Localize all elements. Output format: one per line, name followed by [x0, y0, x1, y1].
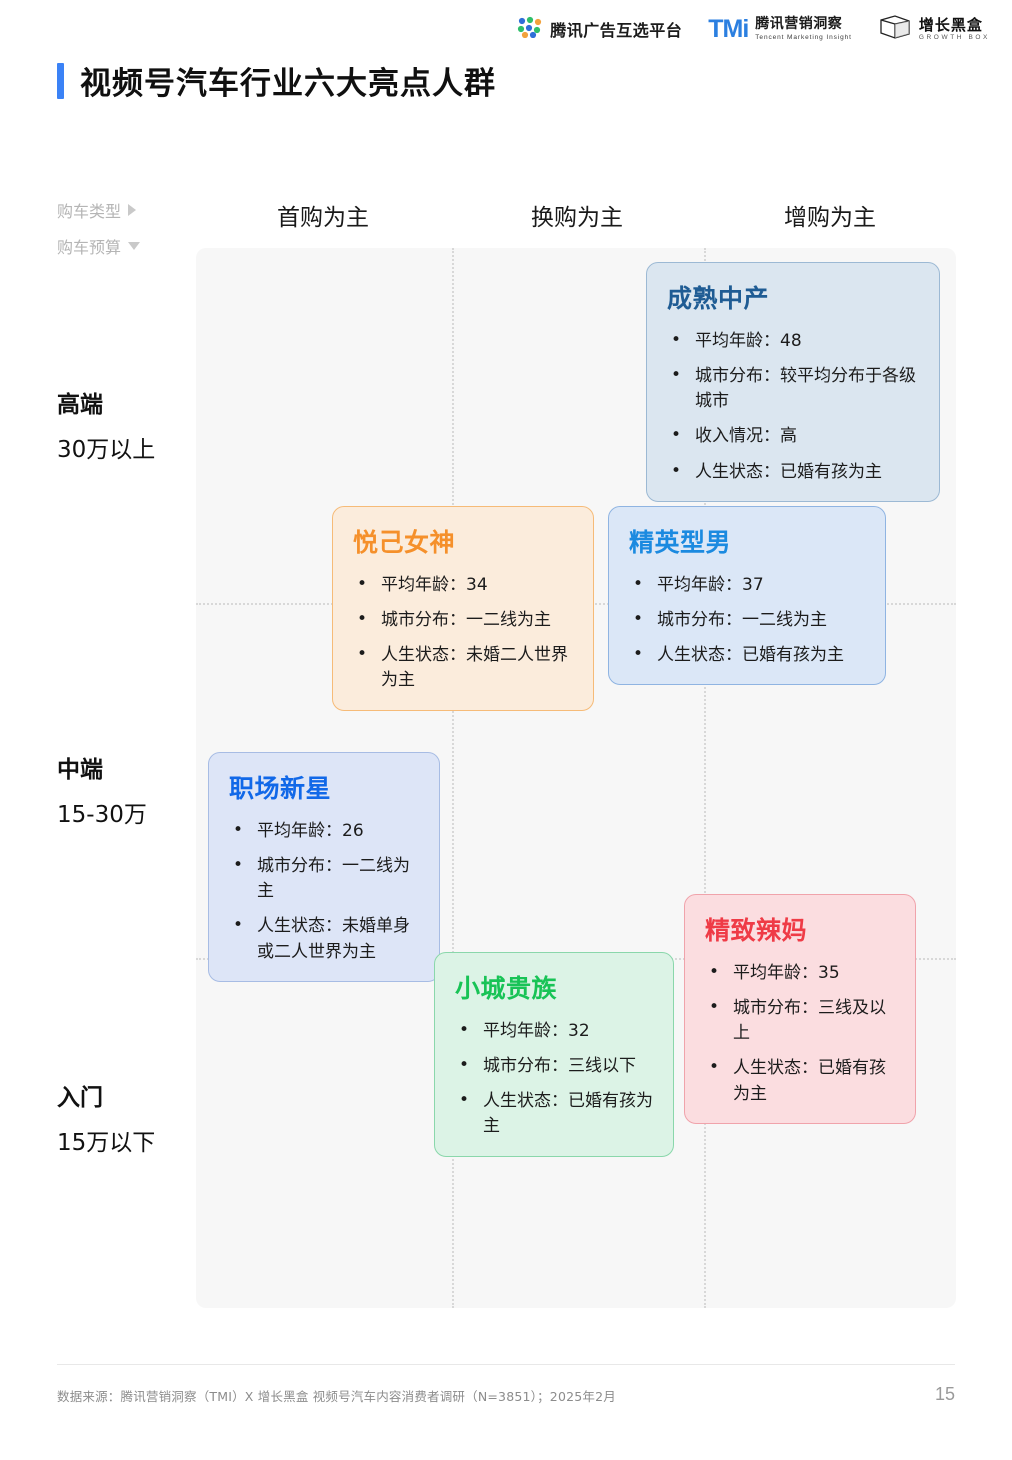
row-label-high-end-range: 30万以上 — [57, 437, 156, 463]
persona-bullet: 人生状态：已婚有孩为主 — [455, 1088, 655, 1139]
row-label-entry-level-title: 入门 — [57, 1085, 103, 1111]
persona-bullet: 平均年龄：26 — [229, 818, 421, 844]
persona-bullet: 人生状态：未婚单身或二人世界为主 — [229, 913, 421, 964]
logo-growth-box: 增长黑盒 GROWTH BOX — [878, 13, 990, 46]
column-header-additional-purchase: 增购为主 — [784, 205, 876, 231]
row-label-entry-level: 入门 15万以下 — [57, 1078, 207, 1157]
persona-card-bullet-list: 平均年龄：34 城市分布：一二线为主 人生状态：未婚二人世界为主 — [353, 572, 575, 694]
footer-divider — [57, 1364, 955, 1365]
persona-bullet: 城市分布：一二线为主 — [629, 607, 867, 633]
axis-caption-x: 购车类型 — [57, 198, 217, 222]
persona-bullet: 城市分布：一二线为主 — [353, 607, 575, 633]
persona-card-title: 职场新星 — [229, 774, 332, 803]
page-title: 视频号汽车行业六大亮点人群 — [57, 58, 496, 103]
row-label-mid-range-title: 中端 — [57, 757, 103, 783]
logo-bar: 腾讯广告互选平台 TMi 腾讯营销洞察 Tencent Marketing In… — [0, 12, 990, 46]
row-label-mid-range-range: 15-30万 — [57, 802, 147, 828]
persona-bullet: 平均年龄：48 — [667, 328, 921, 354]
persona-card-bullet-list: 平均年龄：32 城市分布：三线以下 人生状态：已婚有孩为主 — [455, 1018, 655, 1140]
persona-card-bullet-list: 平均年龄：35 城市分布：三线及以上 人生状态：已婚有孩为主 — [705, 960, 897, 1107]
persona-card-bullet-list: 平均年龄：37 城市分布：一二线为主 人生状态：已婚有孩为主 — [629, 572, 867, 668]
grid-vline-1 — [452, 248, 454, 1308]
logo-tencent-ads-label: 腾讯广告互选平台 — [550, 21, 683, 40]
persona-bullet: 平均年龄：34 — [353, 572, 575, 598]
persona-card-small-town-aristocrat[interactable]: 小城贵族 平均年龄：32 城市分布：三线以下 人生状态：已婚有孩为主 — [434, 952, 674, 1157]
persona-card-bullet-list: 平均年龄：26 城市分布：一二线为主 人生状态：未婚单身或二人世界为主 — [229, 818, 421, 965]
title-accent-bar — [57, 62, 64, 99]
axis-caption-x-label: 购车类型 — [57, 202, 122, 221]
grid-vline-2 — [704, 248, 706, 1308]
persona-card-refined-hot-mom[interactable]: 精致辣妈 平均年龄：35 城市分布：三线及以上 人生状态：已婚有孩为主 — [684, 894, 916, 1124]
persona-bullet: 城市分布：一二线为主 — [229, 853, 421, 904]
persona-card-bullet-list: 平均年龄：48 城市分布：较平均分布于各级城市 收入情况：高 人生状态：已婚有孩… — [667, 328, 921, 485]
page-number: 15 — [934, 1384, 955, 1404]
persona-bullet: 平均年龄：32 — [455, 1018, 655, 1044]
column-header-replacement-purchase: 换购为主 — [531, 205, 623, 231]
row-label-high-end-title: 高端 — [57, 392, 103, 418]
axis-caption-y: 购车预算 — [57, 234, 217, 258]
column-header-first-purchase: 首购为主 — [277, 205, 369, 231]
axis-caption-y-label: 购车预算 — [57, 238, 122, 257]
row-label-mid-range: 中端 15-30万 — [57, 750, 207, 829]
persona-bullet: 人生状态：已婚有孩为主 — [705, 1055, 897, 1106]
logo-tencent-ads: 腾讯广告互选平台 — [517, 16, 682, 43]
persona-bullet: 城市分布：三线以下 — [455, 1053, 655, 1079]
persona-card-title: 成熟中产 — [667, 284, 770, 313]
logo-tmi-sublabel: Tencent Marketing Insight — [755, 33, 852, 41]
persona-bullet: 人生状态：已婚有孩为主 — [629, 642, 867, 668]
row-label-high-end: 高端 30万以上 — [57, 385, 207, 464]
persona-bullet: 平均年龄：35 — [705, 960, 897, 986]
persona-card-title: 精英型男 — [629, 528, 732, 557]
persona-card-title: 悦己女神 — [353, 528, 456, 557]
persona-bullet: 平均年龄：37 — [629, 572, 867, 598]
persona-bullet: 人生状态：未婚二人世界为主 — [353, 642, 575, 693]
logo-tmi-label: 腾讯营销洞察 — [755, 16, 843, 33]
logo-growth-box-label: 增长黑盒 — [918, 15, 983, 34]
page-title-text: 视频号汽车行业六大亮点人群 — [80, 66, 496, 102]
triangle-down-icon — [128, 242, 141, 250]
tmi-wordmark: TMi — [708, 14, 749, 43]
persona-bullet: 收入情况：高 — [667, 423, 921, 449]
footer-source-note: 数据来源：腾讯营销洞察（TMI）X 增长黑盒 视频号汽车内容消费者调研（N=38… — [57, 1389, 616, 1404]
logo-growth-box-sublabel: GROWTH BOX — [918, 33, 990, 41]
persona-card-title: 精致辣妈 — [705, 916, 808, 945]
axis-captions: 购车类型 购车预算 — [57, 198, 217, 270]
row-label-entry-level-range: 15万以下 — [57, 1130, 156, 1156]
tencent-ads-dots-icon — [517, 16, 543, 43]
triangle-right-icon — [128, 204, 137, 216]
growth-box-cube-icon — [878, 13, 912, 46]
persona-card-title: 小城贵族 — [455, 974, 558, 1003]
persona-card-workplace-rising-star[interactable]: 职场新星 平均年龄：26 城市分布：一二线为主 人生状态：未婚单身或二人世界为主 — [208, 752, 440, 982]
persona-bullet: 人生状态：已婚有孩为主 — [667, 459, 921, 485]
persona-card-mature-middle-class[interactable]: 成熟中产 平均年龄：48 城市分布：较平均分布于各级城市 收入情况：高 人生状态… — [646, 262, 940, 502]
persona-bullet: 城市分布：三线及以上 — [705, 995, 897, 1046]
persona-card-elite-man[interactable]: 精英型男 平均年龄：37 城市分布：一二线为主 人生状态：已婚有孩为主 — [608, 506, 886, 686]
persona-bullet: 城市分布：较平均分布于各级城市 — [667, 363, 921, 414]
logo-tmi: TMi 腾讯营销洞察 Tencent Marketing Insight — [708, 15, 852, 44]
persona-card-self-pleasing-goddess[interactable]: 悦己女神 平均年龄：34 城市分布：一二线为主 人生状态：未婚二人世界为主 — [332, 506, 594, 711]
